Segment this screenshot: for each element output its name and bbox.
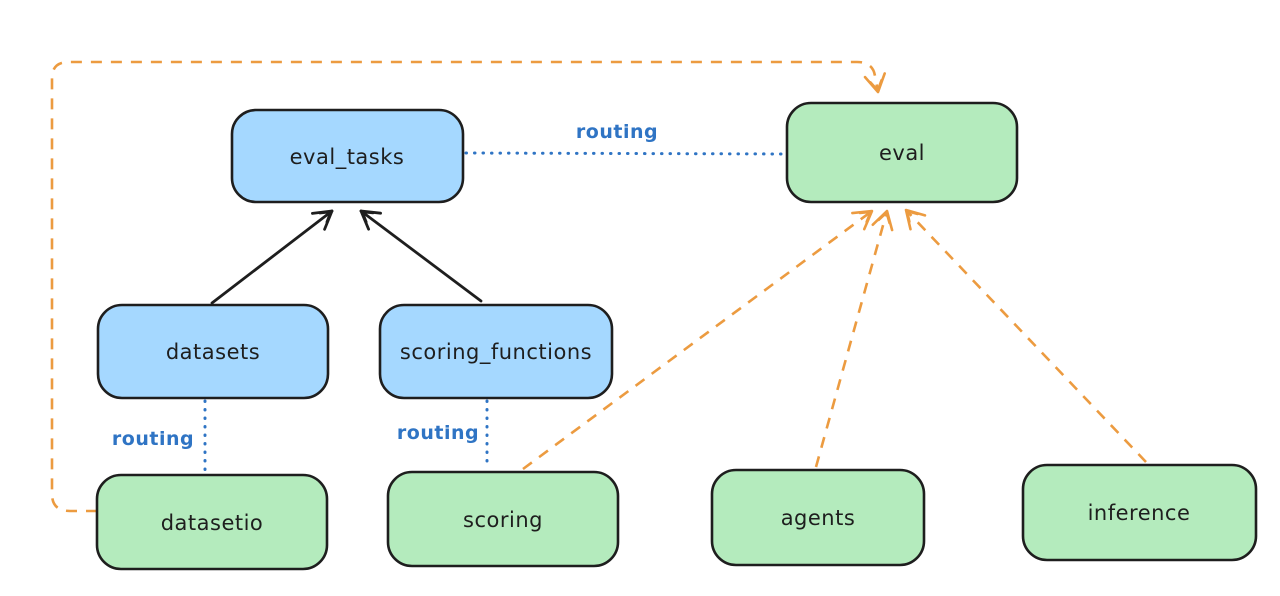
node-scoring-functions-box (378, 303, 614, 400)
node-datasetio: datasetio (95, 473, 329, 571)
node-eval-tasks-box (230, 108, 465, 204)
edge-inference-to-eval (904, 208, 1147, 463)
node-eval-label: eval (879, 141, 925, 165)
node-datasets: datasets (96, 303, 330, 400)
node-eval-tasks: eval_tasks (230, 108, 465, 204)
node-inference-box (1021, 463, 1258, 562)
node-inference: inference (1021, 463, 1258, 562)
edge-label-routing-left: routing (112, 428, 194, 450)
edge-agents-to-eval (814, 209, 894, 468)
edge-eval-tasks-to-eval (464, 151, 786, 156)
edge-datasetio-to-eval (50, 60, 886, 513)
node-agents-box (710, 468, 926, 567)
edge-scoring-functions-to-eval-tasks (359, 209, 483, 303)
node-datasets-box (96, 303, 330, 400)
edge-scoring-to-eval (522, 209, 874, 471)
node-scoring: scoring (386, 470, 620, 568)
node-scoring-functions-label: scoring_functions (400, 340, 592, 365)
node-datasetio-label: datasetio (161, 511, 264, 535)
node-scoring-label: scoring (463, 508, 543, 532)
node-agents-label: agents (781, 506, 856, 530)
node-eval-tasks-label: eval_tasks (290, 145, 405, 170)
node-inference-label: inference (1088, 501, 1191, 525)
node-scoring-functions: scoring_functions (378, 303, 614, 400)
edge-datasets-to-eval-tasks (210, 209, 334, 305)
edge-label-routing-top: routing (576, 121, 658, 143)
edge-label-routing-middle: routing (397, 422, 479, 444)
node-datasetio-box (95, 473, 329, 571)
node-scoring-box (386, 470, 620, 568)
node-datasets-label: datasets (166, 340, 260, 364)
node-agents: agents (710, 468, 926, 567)
node-eval-box (785, 101, 1019, 204)
node-eval: eval (785, 101, 1019, 204)
